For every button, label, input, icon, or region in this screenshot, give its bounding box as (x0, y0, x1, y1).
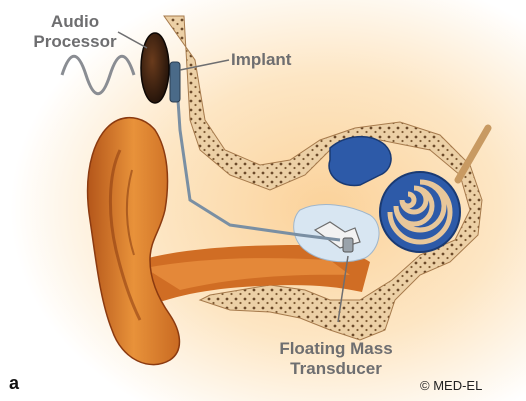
audio-processor-label-line2: Processor (16, 32, 134, 52)
audio-processor (141, 33, 169, 103)
panel-letter: a (9, 373, 19, 393)
copyright: © MED-EL (420, 378, 482, 394)
floating-mass-transducer-label: Floating Mass Transducer (277, 339, 395, 379)
audio-processor-label-line1: Audio (16, 12, 134, 32)
floating-mass-transducer (343, 238, 353, 252)
implant-body (170, 62, 180, 102)
fmt-label-line1: Floating Mass (277, 339, 395, 359)
audio-processor-label: Audio Processor (16, 12, 134, 52)
fmt-label-line2: Transducer (277, 359, 395, 379)
implant-label: Implant (231, 50, 291, 70)
